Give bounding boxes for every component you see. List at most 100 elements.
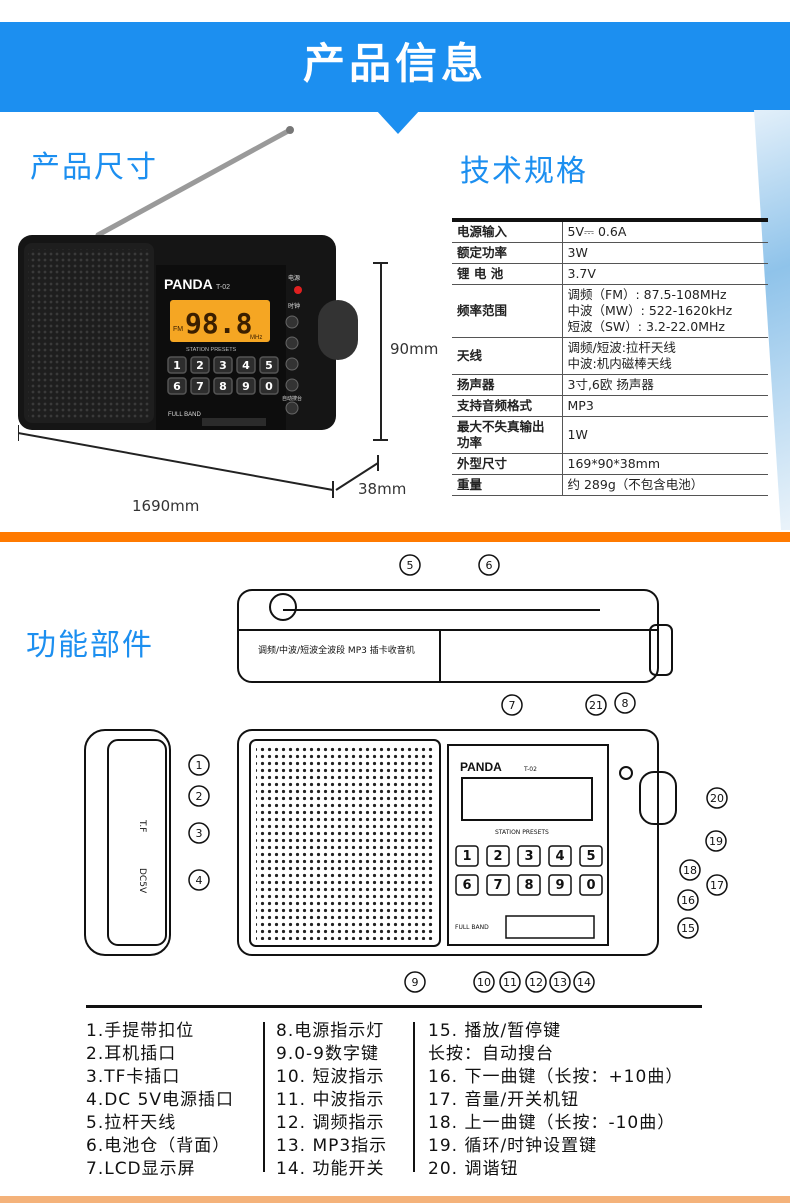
legend-item: 8.电源指示灯	[276, 1021, 385, 1041]
key-5[interactable]	[579, 845, 603, 867]
section-heading-specs: 技术规格	[460, 154, 588, 189]
callout-number: 3	[196, 827, 203, 840]
callout-circle	[706, 787, 728, 809]
key-label: 4	[555, 849, 564, 864]
radio-model: T-02	[216, 284, 230, 291]
callout-number: 20	[710, 792, 724, 805]
lcd-mhz: MHz	[250, 335, 262, 341]
key-1[interactable]	[167, 356, 187, 374]
spec-value-line: 调频（FM）: 87.5-108MHz	[567, 287, 727, 302]
spec-key: 锂 电 池	[452, 263, 563, 285]
callout-number: 18	[683, 864, 697, 877]
callout-number: 19	[709, 835, 723, 848]
key-label: 9	[242, 380, 250, 393]
key-label: 3	[524, 849, 533, 864]
diagram-top-label: 调频/中波/短波全波段 MP3 插卡收音机	[258, 644, 415, 656]
callout-circle	[501, 694, 523, 716]
spec-value-line: 169*90*38mm	[567, 456, 661, 471]
key-3[interactable]	[517, 845, 541, 867]
power-led	[294, 286, 302, 294]
mode-switch	[202, 418, 266, 426]
key-label: 1	[462, 849, 471, 864]
spec-value-line: 中波:机内磁棒天线	[567, 356, 672, 371]
spec-value: 5V⎓ 0.6A	[562, 220, 768, 243]
legend-item: 6.电池仓（背面）	[86, 1136, 231, 1156]
legend-item: 9.0-9数字键	[276, 1044, 379, 1064]
key-9[interactable]	[236, 377, 256, 395]
legend-item: 18. 上一曲键（长按：-10曲）	[428, 1113, 676, 1133]
callout-circle	[188, 785, 210, 807]
key-0[interactable]	[579, 874, 603, 896]
key-2[interactable]	[190, 356, 210, 374]
key-7[interactable]	[190, 377, 210, 395]
key-label: 8	[524, 878, 533, 893]
key-1[interactable]	[455, 845, 479, 867]
callout-number: 15	[681, 922, 695, 935]
spec-key: 扬声器	[452, 374, 563, 396]
key-5[interactable]	[259, 356, 279, 374]
key-9[interactable]	[548, 874, 572, 896]
callout-number: 9	[412, 976, 419, 989]
key-8[interactable]	[213, 377, 233, 395]
spec-value: 约 289g（不包含电池）	[562, 474, 768, 496]
callout-number: 2	[196, 790, 203, 803]
key-0[interactable]	[259, 377, 279, 395]
diagram-presets: STATION PRESETS	[495, 829, 549, 836]
callout-number: 4	[196, 874, 203, 887]
callout-circle	[573, 971, 595, 993]
key-label: 5	[586, 849, 595, 864]
key-label: 1	[173, 359, 181, 372]
legend-item: 16. 下一曲键（长按：+10曲）	[428, 1067, 684, 1087]
callout-number: 21	[589, 699, 603, 712]
spec-value: 1W	[562, 416, 768, 454]
key-3[interactable]	[213, 356, 233, 374]
key-6[interactable]	[167, 377, 187, 395]
callout-circle	[549, 971, 571, 993]
page-title: 产品信息	[302, 39, 487, 88]
key-4[interactable]	[236, 356, 256, 374]
side-label-clock: 时钟	[288, 302, 300, 310]
callout-number: 14	[577, 976, 591, 989]
spec-row: 扬声器 3寸,6欧 扬声器	[452, 374, 768, 396]
legend-item: 长按：自动搜台	[428, 1044, 554, 1064]
callout-circle	[677, 889, 699, 911]
key-label: 7	[196, 380, 204, 393]
key-8[interactable]	[517, 874, 541, 896]
key-6[interactable]	[455, 874, 479, 896]
banner-notch	[376, 110, 420, 134]
legend-item: 14. 功能开关	[276, 1159, 385, 1179]
callout-number: 16	[681, 894, 695, 907]
spec-value: 调频/短波:拉杆天线中波:机内磁棒天线	[562, 337, 768, 375]
header-banner	[0, 22, 790, 112]
legend-item: 7.LCD显示屏	[86, 1159, 196, 1179]
callout-circle	[399, 554, 421, 576]
spec-key: 最大不失真输出功率	[452, 416, 563, 454]
spec-value-line: 1W	[567, 427, 588, 442]
spec-key: 电源输入	[452, 220, 563, 243]
callout-number: 7	[509, 699, 516, 712]
key-label: 6	[173, 380, 181, 393]
spec-value-line: 调频/短波:拉杆天线	[567, 340, 676, 355]
key-label: 4	[242, 359, 250, 372]
callout-number: 11	[503, 976, 517, 989]
spec-value: 3寸,6欧 扬声器	[562, 374, 768, 396]
legend-item: 5.拉杆天线	[86, 1113, 177, 1133]
callout-circle	[705, 830, 727, 852]
legend-item: 15. 播放/暂停键	[428, 1021, 562, 1041]
spec-row: 电源输入 5V⎓ 0.6A	[452, 220, 768, 243]
spec-value-line: 5V⎓ 0.6A	[567, 224, 627, 239]
spec-value-line: 3寸,6欧 扬声器	[567, 377, 654, 392]
key-7[interactable]	[486, 874, 510, 896]
legend-item: 3.TF卡插口	[86, 1067, 181, 1087]
radio-drawing: PANDA T-02 98.8 FM MHz STATION PRESETS 1…	[17, 126, 388, 498]
spec-key: 频率范围	[452, 284, 563, 338]
key-label: 3	[219, 359, 227, 372]
key-4[interactable]	[548, 845, 572, 867]
callout-number: 13	[553, 976, 567, 989]
key-2[interactable]	[486, 845, 510, 867]
